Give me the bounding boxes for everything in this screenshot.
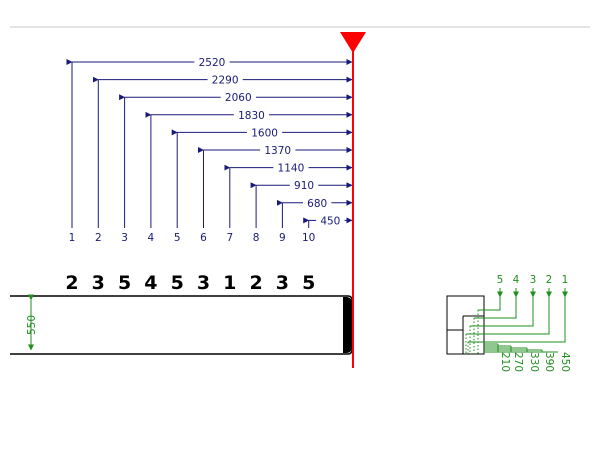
- dimension-value: 1370: [264, 145, 291, 157]
- detail-leader: [470, 297, 534, 327]
- cut-reference: [340, 32, 366, 368]
- dimension-value: 2060: [225, 92, 252, 104]
- dimension-9: 680 9 3: [276, 198, 353, 294]
- position-index: 6: [200, 232, 207, 244]
- detail-top-label: 4: [513, 274, 520, 286]
- position-count: 3: [276, 272, 289, 294]
- position-count: 1: [223, 272, 236, 294]
- position-index: 10: [302, 232, 315, 244]
- detail-leader: [468, 297, 566, 343]
- dimension-value: 1140: [278, 163, 305, 175]
- detail-bottom-390: 390: [484, 349, 555, 372]
- stock-bar: 550: [10, 294, 354, 355]
- detail-top-label: 5: [497, 274, 504, 286]
- dimension-value: 450: [320, 215, 340, 227]
- detail-leader: [474, 297, 517, 319]
- detail-line-5: 5: [477, 274, 504, 354]
- position-count: 5: [171, 272, 184, 294]
- dimension-value: 680: [307, 198, 327, 210]
- position-count: 5: [118, 272, 131, 294]
- detail-top-label: 3: [530, 274, 537, 286]
- position-index: 9: [279, 232, 286, 244]
- stock-height-label: 550: [26, 315, 38, 335]
- dimension-7: 1140 7 1: [223, 163, 353, 294]
- position-index: 2: [95, 232, 102, 244]
- detail-bottom-450: 450: [484, 351, 571, 372]
- detail-bottom-label: 390: [543, 352, 555, 372]
- position-index: 8: [253, 232, 260, 244]
- position-count: 3: [197, 272, 210, 294]
- position-count: 2: [249, 272, 262, 294]
- dimension-6: 1370 6 3: [197, 145, 353, 294]
- stock-bar-end-cap: [343, 297, 353, 353]
- detail-line-4: 4: [473, 274, 520, 354]
- dimension-value: 2290: [212, 75, 239, 87]
- detail-top-label: 2: [546, 274, 553, 286]
- detail-leader: [466, 297, 550, 335]
- position-index: 5: [174, 232, 181, 244]
- detail-line-3: 3: [469, 274, 537, 354]
- detail-bottom-label: 450: [559, 352, 571, 372]
- dimension-value: 910: [294, 180, 314, 192]
- stock-bar-outline: [10, 295, 354, 355]
- position-count: 4: [144, 272, 157, 294]
- dimension-10: 450 10 5: [302, 215, 353, 294]
- dimension-lines: 2520122290232060351830441600551370631140…: [65, 57, 353, 294]
- detail-line-1: 1: [467, 274, 569, 354]
- detail-top-label: 1: [562, 274, 569, 286]
- detail-leader: [478, 297, 501, 311]
- detail-bottom-210: 210: [484, 343, 511, 372]
- position-index: 4: [148, 232, 155, 244]
- dimension-5: 1600 5 5: [171, 127, 353, 294]
- detail-line-2: 2: [465, 274, 553, 354]
- dimension-4: 1830 4 4: [144, 110, 353, 294]
- position-index: 3: [121, 232, 128, 244]
- detail-bottom-330: 330: [484, 347, 540, 372]
- cut-marker-triangle: [340, 32, 366, 53]
- dimension-value: 1830: [238, 110, 265, 122]
- dimension-value: 2520: [199, 57, 226, 69]
- position-count: 2: [65, 272, 78, 294]
- position-index: 1: [69, 232, 76, 244]
- position-index: 7: [226, 232, 233, 244]
- dimension-value: 1600: [251, 127, 278, 139]
- position-count: 3: [92, 272, 105, 294]
- detail-bottom-label: 330: [528, 352, 540, 372]
- position-count: 5: [302, 272, 315, 294]
- detail-bottom-label: 210: [499, 352, 511, 372]
- detail-bottom-label: 270: [512, 352, 524, 372]
- detail-bottom-270: 270: [484, 345, 524, 372]
